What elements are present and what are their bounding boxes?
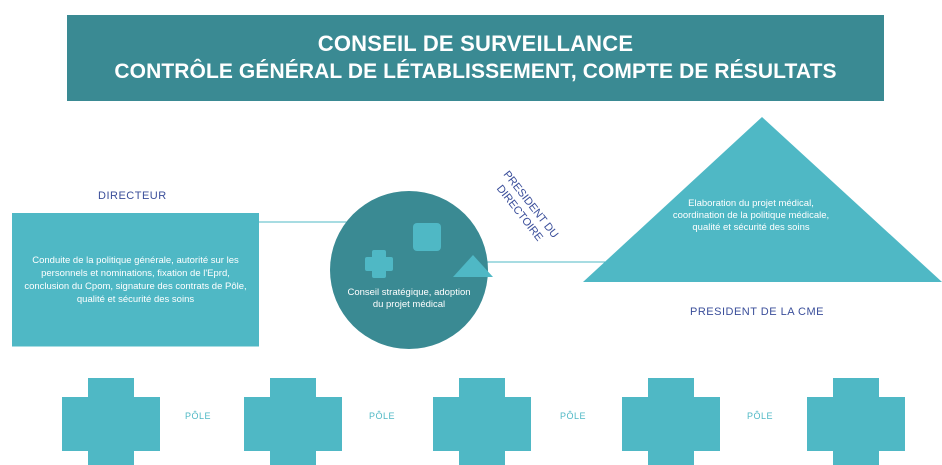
pole-label-2: PÔLE xyxy=(369,411,396,421)
pole-label-3: PÔLE xyxy=(560,411,587,421)
banner-subtitle: CONTRÔLE GÉNÉRAL DE LÉTABLISSEMENT, COMP… xyxy=(114,60,837,83)
cross-icon xyxy=(365,250,393,278)
banner-title: CONSEIL DE SURVEILLANCE xyxy=(317,31,634,56)
pole-cross-5 xyxy=(807,378,905,465)
pole-cross-2 xyxy=(244,378,342,465)
directoire-description: Conseil stratégique, adoption du projet … xyxy=(347,287,471,310)
cme-triangle xyxy=(583,117,942,282)
directoire-circle xyxy=(330,191,488,349)
pole-cross-3 xyxy=(433,378,531,465)
triangle-icon xyxy=(453,255,493,277)
president-cme-label: PRESIDENT DE LA CME xyxy=(690,306,824,318)
cme-description: Elaboration du projet médical, coordinat… xyxy=(672,198,830,233)
directeur-description: Conduite de la politique générale, autor… xyxy=(24,254,247,305)
pole-label-1: PÔLE xyxy=(185,411,212,421)
conseil-banner: CONSEIL DE SURVEILLANCE CONTRÔLE GÉNÉRAL… xyxy=(67,15,884,101)
directeur-box: Conduite de la politique générale, autor… xyxy=(12,213,259,346)
square-icon xyxy=(413,223,441,251)
pole-cross-1 xyxy=(62,378,160,465)
directeur-label: DIRECTEUR xyxy=(98,190,167,202)
pole-label-4: PÔLE xyxy=(747,411,774,421)
pole-cross-4 xyxy=(622,378,720,465)
